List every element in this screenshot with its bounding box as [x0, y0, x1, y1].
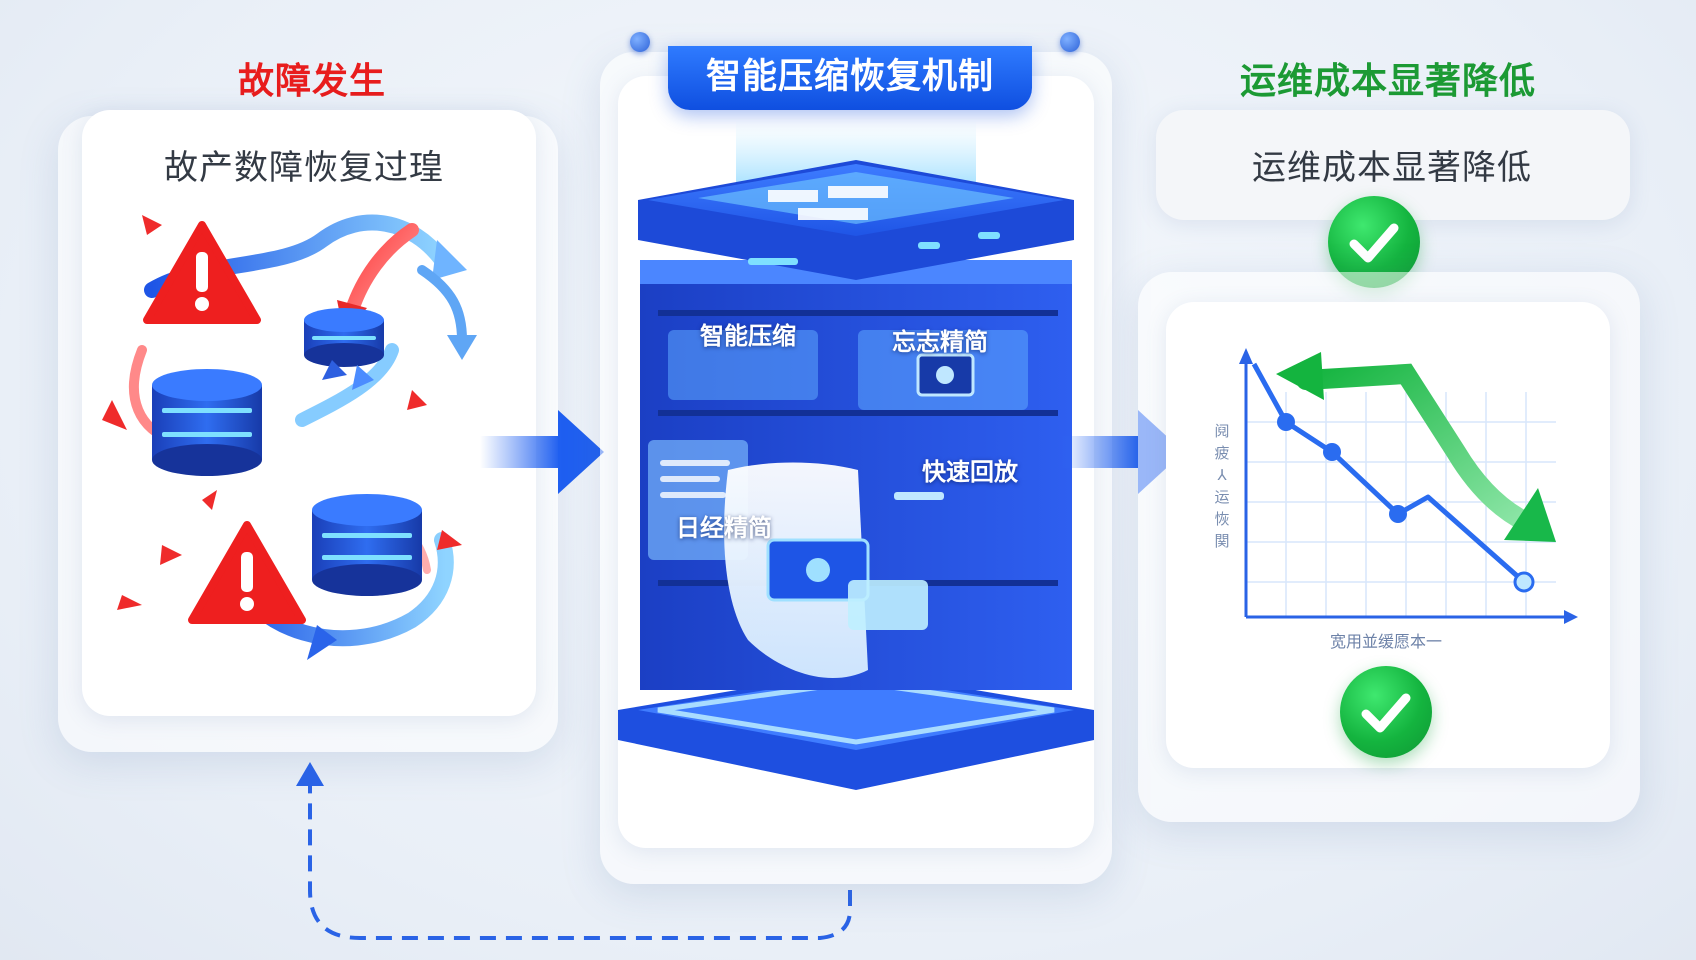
mechanism-banner: 智能压缩恢复机制	[668, 46, 1032, 110]
result-card-title: 运维成本显著降低	[1252, 148, 1532, 188]
chart-y-label-char: 疲	[1214, 444, 1230, 462]
warning-icon	[143, 221, 261, 324]
check-icon	[1340, 666, 1432, 758]
cost-trend-line	[1251, 362, 1526, 584]
database-icon	[152, 369, 262, 476]
trend-down-arrow	[1296, 363, 1536, 532]
label-fast-replay: 快速回放	[922, 458, 1018, 486]
fault-card-title: 故产数障恢复过瑝	[164, 148, 444, 188]
lid-panel	[798, 208, 868, 220]
label-daily-simplify: 日经精简	[676, 514, 772, 542]
trend-point	[1277, 413, 1295, 431]
flow-arrow-2	[417, 265, 467, 345]
server-base-top	[638, 676, 1074, 750]
fault-heading: 故障发生	[238, 61, 387, 102]
doc-line	[660, 476, 720, 482]
chart-y-label-char: ⅄	[1217, 466, 1227, 484]
chart-x-label: 宽用並缓愿本一	[1330, 632, 1443, 651]
fault-shard	[102, 400, 127, 430]
feedback-loop-arrow	[296, 762, 852, 940]
doc-line	[660, 460, 730, 466]
status-light	[978, 232, 1000, 239]
chart-y-label-char: 関	[1214, 532, 1230, 550]
status-light	[894, 492, 944, 500]
flow-arrow-3	[295, 343, 399, 427]
trend-point	[1389, 505, 1407, 523]
replay-screen-dot	[806, 558, 830, 582]
fault-shard	[202, 490, 217, 510]
fault-shard	[117, 595, 142, 610]
flow-arrow-right-icon	[480, 410, 604, 494]
fault-illustration	[102, 214, 477, 660]
lid-panel	[828, 186, 888, 198]
trend-point	[1513, 571, 1535, 593]
lid-panel	[768, 190, 818, 202]
label-log-simplify: 忘志精简	[892, 328, 988, 356]
warning-icon	[188, 521, 306, 624]
chart-x-axis-arrow	[1564, 610, 1578, 624]
daily-module	[648, 440, 748, 560]
fault-shard	[160, 545, 182, 565]
chart-y-axis-arrow	[1239, 348, 1253, 364]
trend-down-arrow-head	[1504, 488, 1556, 542]
server-seam	[658, 410, 1058, 416]
result-heading: 运维成本显著降低	[1240, 61, 1537, 102]
label-smart-compress: 智能压缩	[700, 322, 796, 350]
flow-arrow-head-2	[447, 335, 477, 360]
status-light	[918, 242, 940, 249]
banner-pin	[630, 32, 650, 52]
fault-shard	[142, 215, 162, 235]
doc-line	[660, 492, 726, 498]
database-icon	[312, 494, 422, 596]
compress-module	[668, 330, 818, 400]
trend-down-arrow-tail	[1276, 352, 1324, 400]
chart-y-label-char: 恢	[1214, 510, 1230, 528]
replay-panel	[848, 580, 928, 630]
server-seam	[658, 310, 1058, 316]
server-illustration	[618, 120, 1094, 790]
monitor-check	[936, 366, 954, 384]
chart-y-label: 阋 疲 ⅄ 运 恢 関	[1212, 420, 1232, 552]
banner-pin	[1060, 32, 1080, 52]
chart-y-label-char: 运	[1214, 488, 1230, 506]
trend-point	[1323, 443, 1341, 461]
flow-arrow-head-1	[432, 240, 467, 280]
cost-trend-chart	[1239, 348, 1578, 624]
server-base-glow	[657, 679, 1055, 745]
fault-shard	[437, 530, 462, 550]
flow-arrow-head-4	[307, 625, 337, 660]
database-icon	[304, 308, 384, 390]
status-light	[748, 258, 798, 265]
chart-y-label-char: 阋	[1214, 422, 1230, 440]
fault-arrow-1	[345, 223, 419, 317]
fault-shard	[407, 390, 427, 410]
